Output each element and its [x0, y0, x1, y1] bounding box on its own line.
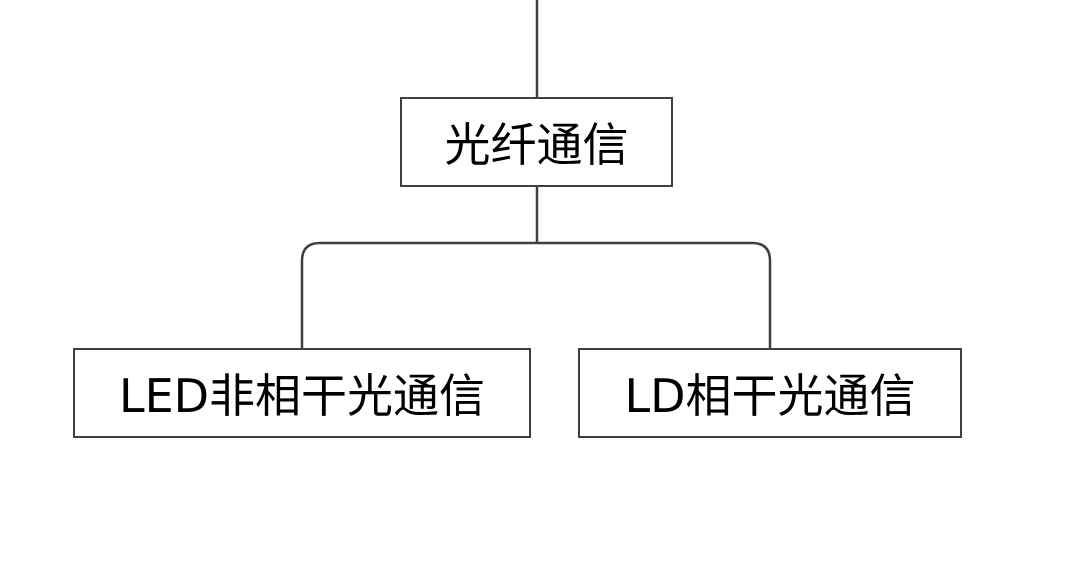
child-node-ld-label: LD相干光通信	[624, 369, 916, 423]
child-node-ld: LD相干光通信	[578, 348, 962, 438]
root-node-label: 光纤通信	[444, 118, 629, 172]
branch-connector	[300, 241, 772, 348]
child-node-led: LED非相干光通信	[73, 348, 531, 438]
root-node: 光纤通信	[400, 97, 673, 187]
child-node-led-label: LED非相干光通信	[118, 369, 486, 423]
